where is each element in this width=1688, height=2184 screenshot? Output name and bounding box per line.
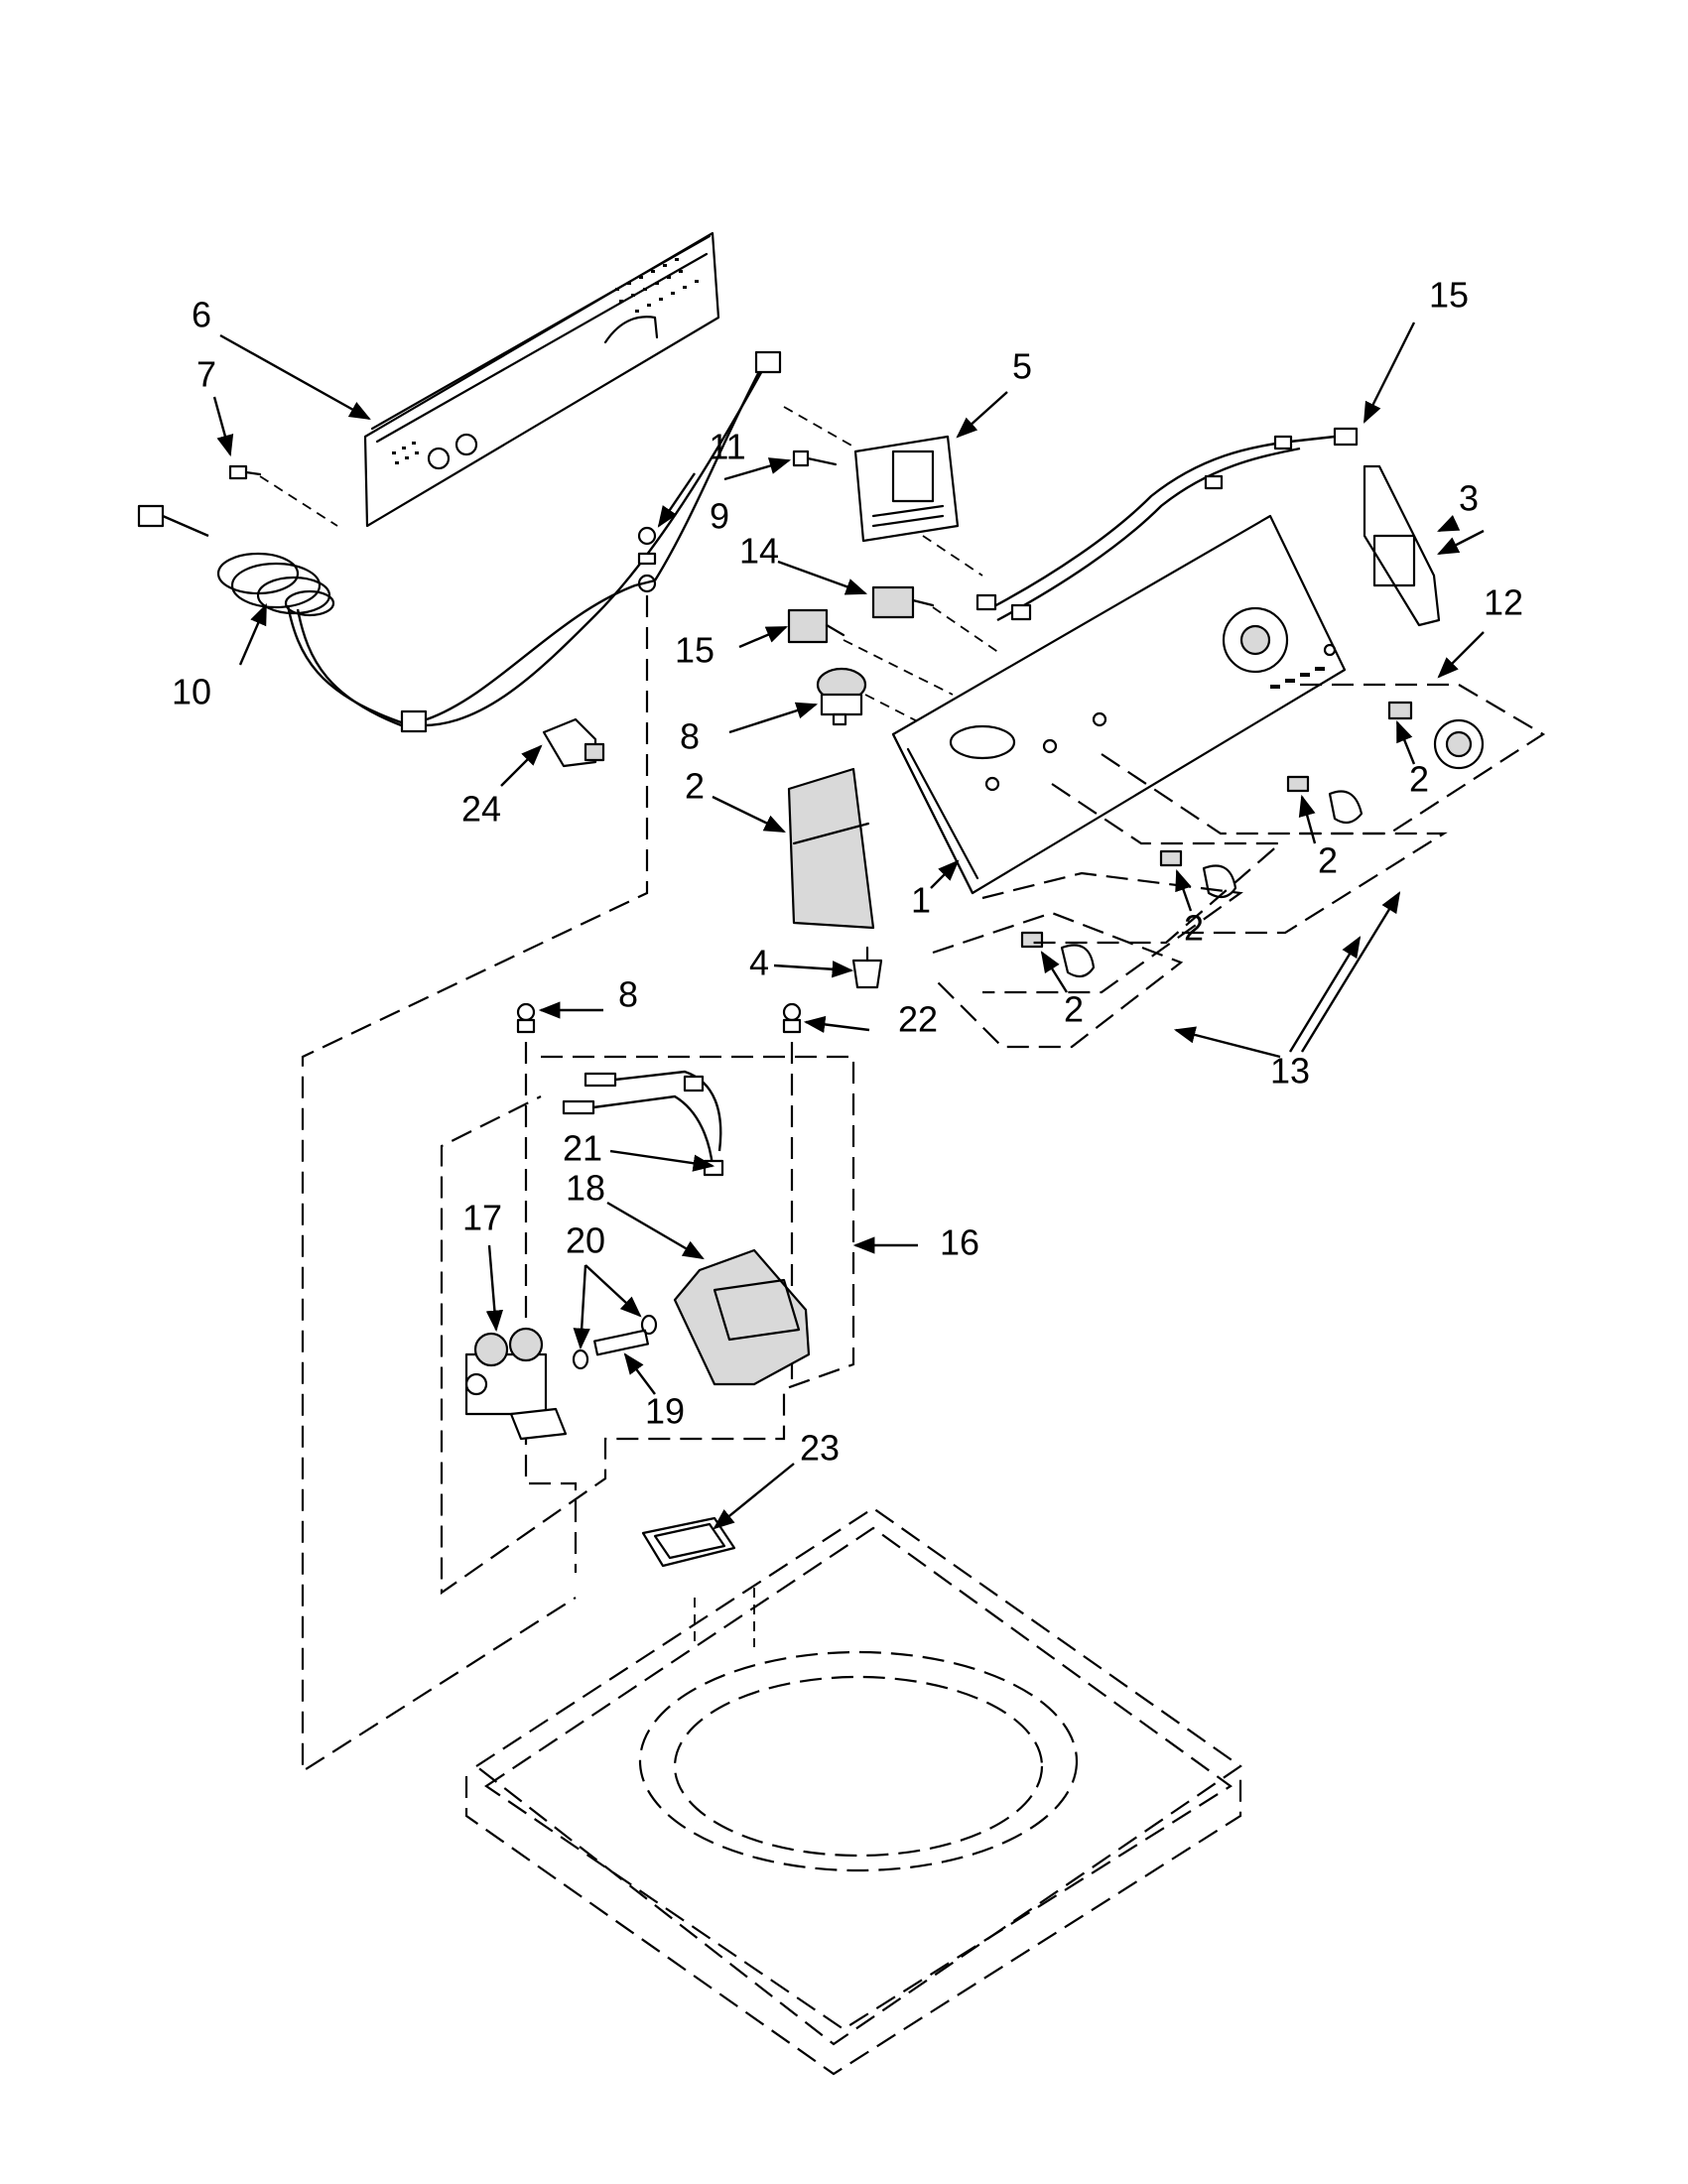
callout-9: 8 [680, 716, 700, 757]
top-cover-outline [464, 1506, 1242, 2076]
callout-8-a: 7 [196, 354, 216, 395]
control-board-part [853, 435, 960, 543]
callout-4: 3 [1459, 478, 1479, 519]
power-cord-part [137, 350, 782, 733]
callout-13: 12 [1484, 582, 1523, 623]
screw-10-part [792, 450, 838, 467]
callout-15-a: 14 [739, 531, 779, 572]
leader-lines [212, 321, 1485, 1530]
switch-15-lower-part [787, 608, 845, 644]
end-cap-part [1363, 464, 1441, 627]
rear-panel-part [363, 231, 720, 528]
knob-and-shaft-main [1387, 701, 1485, 770]
screw-part [228, 464, 262, 480]
knob-and-shaft-3 [1159, 849, 1237, 899]
callout-10: 9 [710, 496, 729, 537]
callout-21: 20 [566, 1220, 605, 1261]
callout-25: 24 [461, 789, 501, 830]
callout-7: 6 [192, 295, 211, 335]
console-part [891, 514, 1347, 895]
label-24-part [641, 1516, 736, 1568]
switch-15-upper-part [871, 585, 935, 619]
wire-harness-part [975, 427, 1359, 622]
end-cap-3-part [787, 767, 875, 930]
screw-23-part [782, 1002, 802, 1034]
callout-11: 10 [172, 672, 211, 712]
callout-19: 18 [566, 1168, 605, 1209]
water-valve-part [464, 1327, 568, 1441]
callout-5: 4 [749, 943, 769, 983]
callout-2-c: 2 [1184, 908, 1204, 949]
hose-part [593, 1329, 649, 1356]
knob-and-shaft-2 [1286, 775, 1363, 825]
callout-24: 23 [800, 1428, 840, 1469]
vent-holes-icon [392, 258, 699, 464]
clip-5-part [851, 946, 883, 989]
callout-2-d: 2 [1064, 989, 1084, 1030]
callout-8-b: 8 [618, 974, 638, 1015]
callout-2-a: 2 [1409, 759, 1429, 800]
hose-clamp-lower [572, 1349, 589, 1370]
ground-screw-part [637, 526, 657, 593]
callout-1: 1 [911, 880, 931, 921]
callout-12: 11 [709, 427, 745, 467]
callout-18: 17 [462, 1198, 502, 1238]
callout-20: 19 [645, 1391, 685, 1432]
callout-6: 5 [1012, 346, 1032, 387]
callout-3: 2 [685, 766, 705, 807]
cord-clip-part [542, 717, 605, 768]
callout-2-b: 2 [1318, 840, 1338, 881]
pressure-switch-part [816, 667, 867, 726]
callout-15-b: 15 [675, 630, 714, 671]
knob-and-shaft-4 [1020, 931, 1096, 978]
callout-22: 21 [563, 1128, 602, 1169]
callout-16: 15 [1429, 275, 1469, 316]
hose-clamp-upper [640, 1314, 658, 1336]
callout-17: 16 [940, 1222, 979, 1263]
callout-labels: 1 2 2 2 2 2 3 4 5 6 7 8 8 9 10 11 12 13 … [172, 275, 1523, 1469]
dispenser-part [673, 1248, 811, 1386]
callout-23: 22 [898, 999, 938, 1040]
callout-14: 13 [1270, 1051, 1310, 1092]
screw-lower-8-part [516, 1002, 536, 1034]
